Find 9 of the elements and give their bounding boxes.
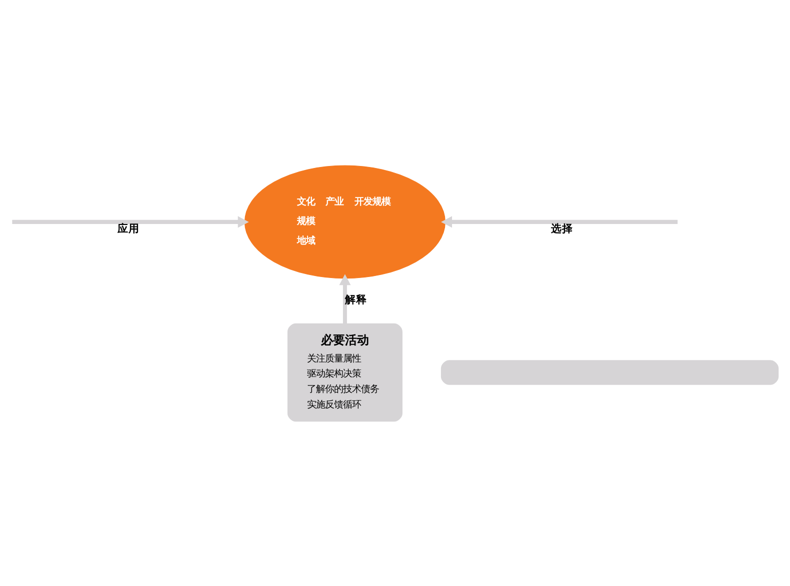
arrow xyxy=(12,216,249,228)
node-box: 必要活动 关注质量属性 驱动架构决策 了解你的技术债务 实施反馈循环 xyxy=(287,322,402,422)
edge-label: 选择 xyxy=(550,221,573,234)
node-box xyxy=(440,360,779,384)
arrow xyxy=(441,216,678,228)
edge-label: 解释 xyxy=(344,292,367,306)
node-ellipse: 文化 产业 开发规模 规模 地域 xyxy=(244,164,446,278)
arrow xyxy=(339,274,351,324)
edge-label: 应用 xyxy=(118,221,140,234)
